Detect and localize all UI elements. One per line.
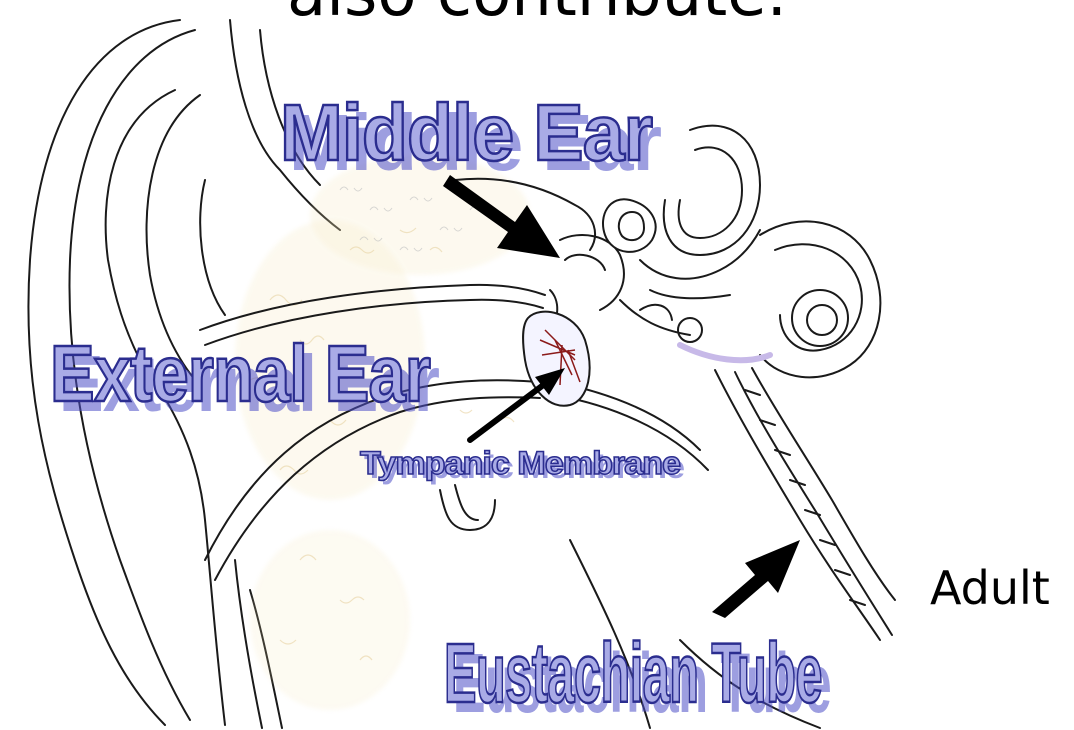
middle-ear-label: Middle Ear Middle Ear — [280, 88, 661, 187]
tympanic-membrane-label-text: Tympanic Membrane — [360, 445, 680, 481]
tympanic-arrow — [470, 368, 565, 440]
external-ear-label-text: External Ear — [50, 329, 430, 418]
adult-label: Adult — [930, 560, 1050, 616]
tympanic-membrane-label: Tympanic Membrane Tympanic Membrane — [360, 445, 684, 485]
middle-ear-label-text: Middle Ear — [280, 88, 652, 177]
eustachian-tube-label-text: Eustachian Tube — [444, 626, 822, 720]
eustachian-arrow — [712, 540, 800, 618]
eustachian-tube-label: Eustachian Tube Eustachian Tube — [444, 626, 831, 730]
external-ear-label: External Ear External Ear — [50, 329, 439, 428]
